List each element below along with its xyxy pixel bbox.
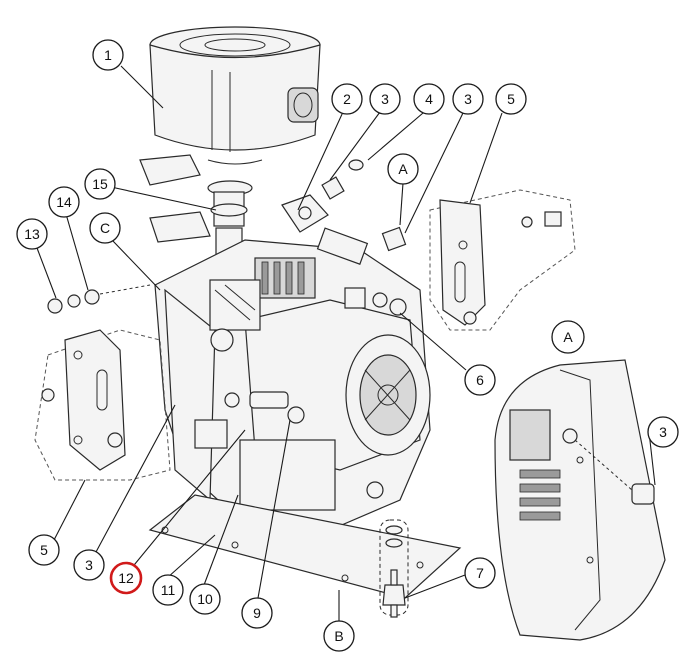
bolt-washer-set (47, 284, 151, 314)
callout-7: 7 (464, 557, 496, 589)
callout-5-upper-label: 5 (507, 91, 515, 107)
hose-clamp-assembly (139, 154, 253, 269)
callout-5-lower-label: 5 (40, 542, 48, 558)
leader-lines (36, 65, 656, 622)
callout-3-lower-label: 3 (85, 557, 93, 573)
callout-11: 11 (152, 574, 184, 606)
callout-3-lower: 3 (73, 549, 105, 581)
callout-a-upper-label: A (398, 161, 408, 177)
callout-3-right: 3 (452, 83, 484, 115)
callout-2: 2 (331, 83, 363, 115)
callout-6: 6 (464, 364, 496, 396)
callout-15: 15 (84, 168, 116, 200)
callout-13-label: 13 (24, 226, 40, 242)
callout-3-upper-label: 3 (381, 91, 389, 107)
callout-1: 1 (92, 39, 124, 71)
callout-3-right-label: 3 (464, 91, 472, 107)
callout-11-label: 11 (161, 582, 176, 598)
callout-9-label: 9 (253, 605, 261, 621)
callout-13: 13 (16, 218, 48, 250)
callout-14: 14 (48, 186, 80, 218)
callout-12-highlighted: 12 (109, 561, 143, 595)
callout-9: 9 (241, 597, 273, 629)
fitting-parts (281, 159, 407, 316)
callout-10-label: 10 (197, 591, 213, 607)
detail-view-a (494, 359, 666, 641)
callout-b-label: B (334, 628, 343, 644)
callout-3-upper: 3 (369, 83, 401, 115)
callout-3-detail: 3 (647, 416, 679, 448)
callout-5-lower: 5 (28, 534, 60, 566)
callout-4: 4 (413, 83, 445, 115)
compressor-body (154, 239, 431, 531)
callout-a-detail: A (551, 320, 585, 354)
anti-vibration-mount (379, 519, 409, 618)
callout-1-label: 1 (104, 47, 112, 63)
callout-14-label: 14 (56, 194, 72, 210)
left-bracket-detail (34, 329, 171, 481)
callout-c: C (89, 212, 121, 244)
callout-c-label: C (100, 220, 110, 236)
callout-4-label: 4 (425, 91, 433, 107)
right-bracket-detail (429, 189, 576, 331)
callout-6-label: 6 (476, 372, 484, 388)
callout-b: B (323, 620, 355, 652)
callout-3-detail-label: 3 (659, 424, 667, 440)
callout-10: 10 (189, 583, 221, 615)
callout-a-upper: A (387, 153, 419, 185)
callout-5-upper: 5 (495, 83, 527, 115)
callout-7-label: 7 (476, 565, 484, 581)
air-filter-housing (149, 26, 321, 165)
callout-15-label: 15 (92, 176, 108, 192)
callout-a-detail-label: A (563, 329, 573, 345)
callout-2-label: 2 (343, 91, 351, 107)
callout-12-label: 12 (118, 570, 134, 586)
